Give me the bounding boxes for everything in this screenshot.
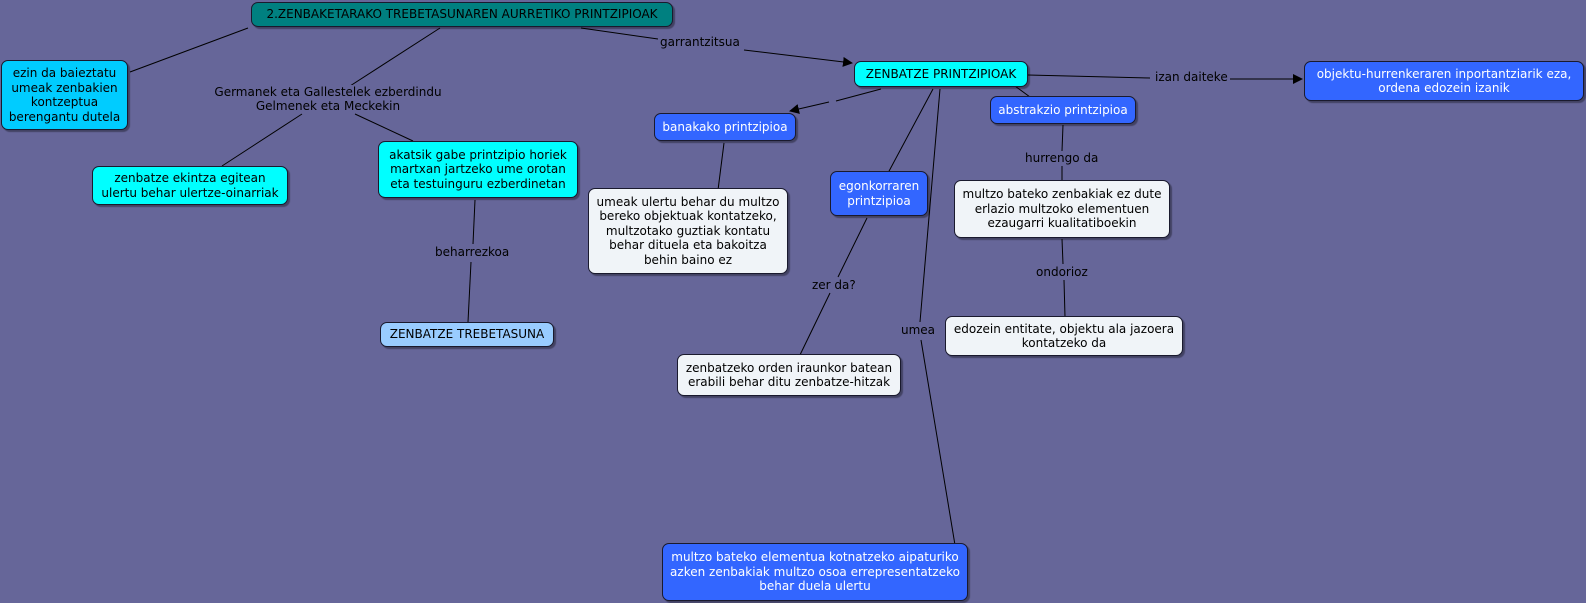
izan-daiteke-link-label: izan daiteke [1153, 70, 1230, 84]
objektu-hurrenkera-concept-text: objektu-hurrenkeraren inportantziarik ez… [1316, 66, 1572, 96]
egonkorraren-concept-node[interactable]: egonkorraren printzipioa [830, 171, 928, 216]
ezin-concept-text: ezin da baieztatu umeak zenbakien kontze… [8, 66, 121, 124]
root-concept-text: 2.ZENBAKETARAKO TREBETASUNAREN AURRETIKO… [266, 7, 658, 22]
link-banakako-umeak [717, 142, 725, 191]
zenbatzeko-orden-concept-node[interactable]: zenbatzeko orden iraunkor batean erabili… [677, 354, 901, 396]
link-root-germanek [349, 27, 441, 87]
multzo-zenbakiak-concept-node[interactable]: multzo bateko zenbakiak ez dute erlazio … [954, 180, 1170, 238]
akatsik-concept-node[interactable]: akatsik gabe printzipio horiek martxan j… [378, 141, 578, 198]
link-multzo-zenbakiak-ondorioz [1061, 238, 1064, 265]
link-printzipioak-izan-daiteke [1027, 74, 1151, 79]
link-germanek-akatsik [354, 113, 414, 142]
zenbatze-ekintza-concept-text: zenbatze ekintza egitean ulertu behar ul… [101, 171, 279, 200]
akatsik-concept-text: akatsik gabe printzipio horiek martxan j… [389, 147, 567, 191]
trebetasuna-concept-text: ZENBATZE TREBETASUNA [389, 327, 545, 342]
link-printzipioak-banakako-b [789, 101, 830, 114]
link-akatsik-beharrezkoa [472, 199, 476, 245]
umeak-ulertu-concept-text: umeak ulertu behar du multzo bereko obje… [596, 194, 780, 267]
ezin-concept-node[interactable]: ezin da baieztatu umeak zenbakien kontze… [1, 60, 128, 130]
abstrakzio-concept-node[interactable]: abstrakzio printzipioa [990, 96, 1136, 124]
beharrezkoa-link-label: beharrezkoa [433, 245, 512, 259]
garrantzitsua-link-label: garrantzitsua [658, 35, 742, 49]
link-root-garrantzitsua [580, 27, 659, 40]
printzipioak-concept-node[interactable]: ZENBATZE PRINTZIPIOAK [854, 61, 1028, 87]
printzipioak-concept-text: ZENBATZE PRINTZIPIOAK [865, 66, 1017, 81]
root-concept-node[interactable]: 2.ZENBAKETARAKO TREBETASUNAREN AURRETIKO… [251, 2, 673, 27]
umea-link-label: umea [899, 323, 938, 337]
edozein-entitate-concept-node[interactable]: edozein entitate, objektu ala jazoera ko… [945, 316, 1183, 356]
link-printzipioak-banakako-a [835, 88, 882, 102]
edozein-entitate-concept-text: edozein entitate, objektu ala jazoera ko… [953, 321, 1175, 351]
link-germanek-zenbatze-ekintza [221, 113, 303, 167]
link-zerda-zenbatzeko [798, 292, 831, 358]
banakako-concept-node[interactable]: banakako printzipioa [654, 113, 796, 141]
zenbatze-ekintza-concept-node[interactable]: zenbatze ekintza egitean ulertu behar ul… [92, 166, 288, 205]
umeak-ulertu-concept-node[interactable]: umeak ulertu behar du multzo bereko obje… [588, 188, 788, 274]
link-ondorioz-edozein [1063, 279, 1066, 318]
zenbatzeko-orden-concept-text: zenbatzeko orden iraunkor batean erabili… [685, 360, 893, 390]
multzo-elementua-concept-node[interactable]: multzo bateko elementua kotnatzeko aipat… [662, 543, 968, 601]
objektu-hurrenkera-concept-node[interactable]: objektu-hurrenkeraren inportantziarik ez… [1304, 61, 1584, 101]
multzo-zenbakiak-concept-text: multzo bateko zenbakiak ez dute erlazio … [962, 187, 1162, 231]
link-printzipioak-umea [919, 88, 941, 323]
link-printzipioak-egonkorraren [887, 88, 934, 174]
link-root-ezin [129, 27, 249, 73]
link-garrantzitsua-printzipioak [743, 49, 853, 67]
zer-da-link-label: zer da? [810, 278, 858, 292]
germanek-link-label: Germanek eta Gallestelek ezberdindu Gelm… [211, 85, 445, 113]
link-umea-multzo-elementua [920, 339, 956, 546]
trebetasuna-concept-node[interactable]: ZENBATZE TREBETASUNA [380, 322, 554, 347]
link-beharrezkoa-trebetasuna [467, 261, 472, 323]
ondorioz-link-label: ondorioz [1034, 265, 1090, 279]
abstrakzio-concept-text: abstrakzio printzipioa [998, 102, 1128, 117]
link-printzipioak-abstrakzio [1014, 85, 1031, 98]
banakako-concept-text: banakako printzipioa [662, 119, 788, 134]
link-egonkorraren-zerda [837, 217, 868, 278]
egonkorraren-concept-text: egonkorraren printzipioa [838, 179, 920, 208]
link-abstrakzio-hurrengo [1061, 124, 1064, 152]
hurrengo-da-link-label: hurrengo da [1023, 151, 1101, 165]
multzo-elementua-concept-text: multzo bateko elementua kotnatzeko aipat… [670, 550, 960, 594]
